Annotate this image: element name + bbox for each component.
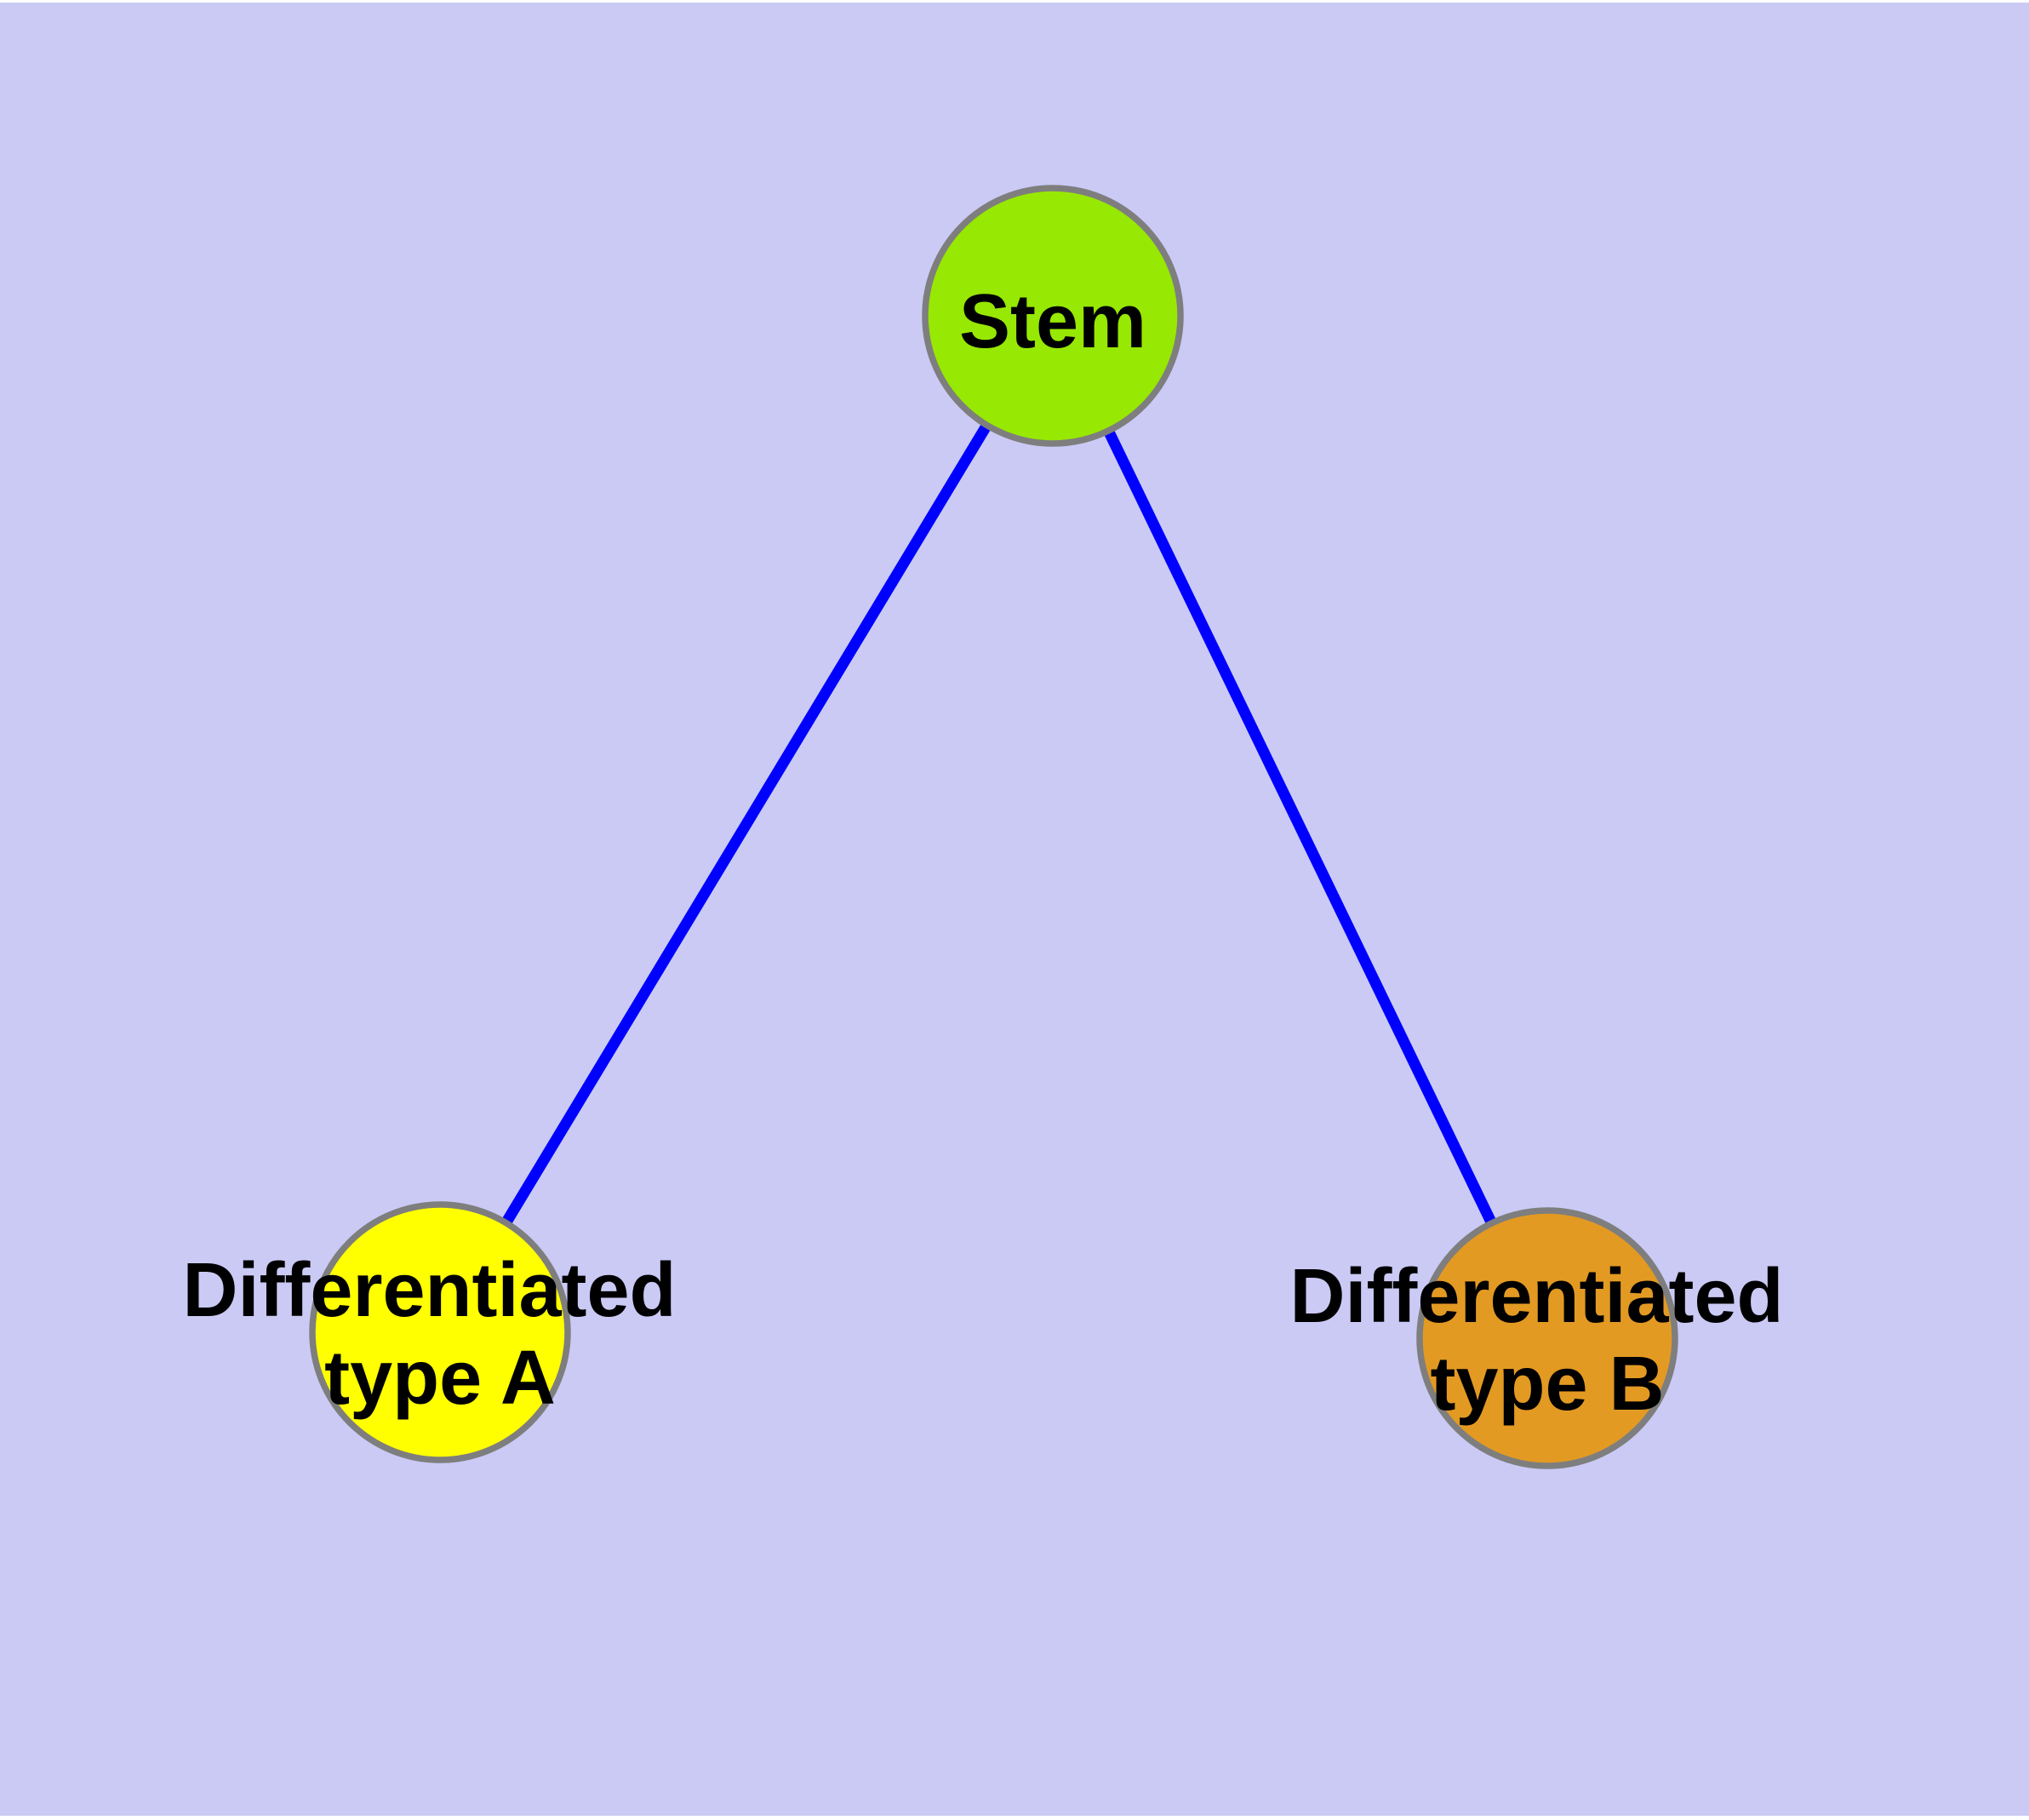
node-layer (309, 185, 1678, 1469)
node-differentiated-type-b-label-line1: Differentiated (1289, 1254, 1783, 1339)
node-differentiated-type-a-label-line2: type A (324, 1336, 556, 1421)
label-layer: Stem Differentiated type A Differentiate… (182, 279, 1804, 1427)
node-differentiated-type-a-label: Differentiated type A (182, 1248, 697, 1421)
edge-layer (435, 312, 1552, 1341)
edge-stem-to-typeA (435, 312, 1058, 1336)
node-stem (922, 185, 1184, 447)
node-differentiated-type-a-label-line1: Differentiated (182, 1248, 676, 1333)
node-differentiated-type-b (1416, 1207, 1678, 1469)
node-stem-label: Stem (959, 279, 1146, 364)
node-differentiated-type-b-label: Differentiated type B (1289, 1254, 1804, 1427)
node-differentiated-type-a (309, 1201, 571, 1463)
edge-stem-to-typeB (1048, 313, 1552, 1341)
node-differentiated-type-b-label-line2: type B (1430, 1342, 1664, 1427)
